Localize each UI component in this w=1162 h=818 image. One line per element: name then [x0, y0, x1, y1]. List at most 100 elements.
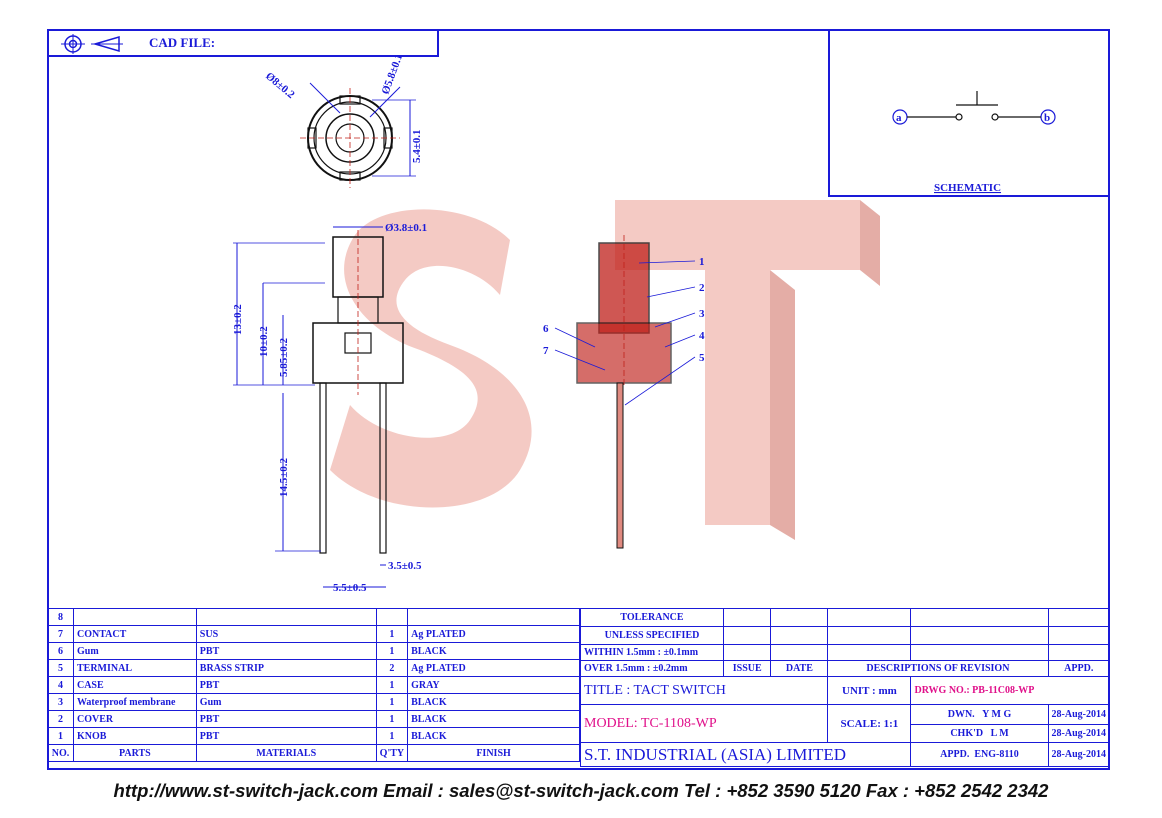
dim-h145: 14.5±0.2 [278, 457, 290, 497]
schematic-label: SCHEMATIC [934, 182, 1001, 194]
top-view-drawing: Ø8±0.2 Ø5.8±0.1 5.4±0.1 [263, 55, 423, 188]
bom-cell-part: CONTACT [72, 625, 197, 643]
tolerance-over: OVER 1.5mm : ±0.2mm [580, 660, 724, 677]
bom-cell-finish: GRAY [407, 676, 580, 694]
bom-header-finish: FINISH [407, 744, 580, 762]
tolerance-title: TOLERANCE [580, 608, 724, 627]
descriptions-header: DESCRIPTIONS OF REVISION [827, 660, 1049, 677]
bom-header-part: PARTS [72, 744, 197, 762]
callout-5: 5 [699, 352, 705, 364]
appd-row: APPD. ENG-8110 [910, 742, 1049, 767]
bom-cell-part [72, 608, 197, 626]
bom-cell-no: 7 [47, 625, 74, 643]
bom-cell-no: 8 [47, 608, 74, 626]
dwn-label: DWN. [947, 709, 975, 720]
bom-cell-material: PBT [195, 710, 377, 728]
bom-cell-no: 1 [47, 727, 74, 745]
dim-h585: 5.85±0.2 [278, 337, 290, 377]
drwg-number: DRWG NO.: PB-11C08-WP [910, 676, 1110, 705]
bom-cell-part: COVER [72, 710, 197, 728]
bom-cell-part: TERMINAL [72, 659, 197, 677]
bom-cell-material: PBT [195, 676, 377, 694]
bom-cell-part: CASE [72, 676, 197, 694]
callout-2: 2 [699, 282, 705, 294]
bom-cell-finish: BLACK [407, 642, 580, 660]
drawing-frame [47, 29, 1110, 770]
bom-cell-part: Waterproof membrane [72, 693, 197, 711]
bom-row: 8 [47, 608, 580, 626]
appd-label: APPD. [940, 749, 970, 760]
callout-4: 4 [699, 330, 705, 342]
side-view-drawing: Ø3.8±0.1 13±0.2 10±0.2 5.85±0.2 14.5±0.2… [232, 222, 427, 594]
title-text: TITLE : TACT SWITCH [579, 676, 829, 705]
bom-cell-qty: 1 [375, 625, 409, 643]
bom-cell-qty: 1 [375, 642, 409, 660]
bom-cell-qty: 1 [375, 676, 409, 694]
chkd-name: L M [990, 728, 1009, 739]
chkd-row: CHK'D L M [910, 724, 1049, 743]
bom-cell-finish: BLACK [407, 727, 580, 745]
dim-h13: 13±0.2 [232, 304, 244, 335]
projection-symbol-icon [61, 34, 123, 54]
dim-top-height: 5.4±0.1 [411, 129, 423, 163]
bom-cell-no: 3 [47, 693, 74, 711]
unit-text: UNIT : mm [827, 676, 912, 705]
dim-top-outer: Ø8±0.2 [263, 70, 297, 101]
tolerance-within: WITHIN 1.5mm : ±0.1mm [580, 644, 724, 661]
dwn-name: Y M G [982, 709, 1012, 720]
title-block-grid: TOLERANCE UNLESS SPECIFIED WITHIN 1.5mm … [579, 608, 1111, 767]
section-view-drawing: 1 2 3 4 5 6 7 [543, 235, 705, 549]
bom-cell-no: 5 [47, 659, 74, 677]
bom-cell-finish: Ag PLATED [407, 659, 580, 677]
bom-cell-qty: 2 [375, 659, 409, 677]
issue-header: ISSUE [722, 660, 772, 677]
dwn-row: DWN. Y M G [910, 704, 1049, 725]
callout-3: 3 [699, 308, 705, 320]
cad-header: CAD FILE: [47, 29, 439, 57]
bom-cell-part: KNOB [72, 727, 197, 745]
schematic-terminal-a: a [896, 112, 902, 124]
dwn-date: 28-Aug-2014 [1047, 704, 1111, 725]
dim-knob-dia: Ø3.8±0.1 [385, 222, 427, 234]
bom-cell-material: SUS [195, 625, 377, 643]
bom-cell-no: 4 [47, 676, 74, 694]
schematic-panel: a b SCHEMATIC [828, 29, 1110, 197]
dim-top-inner: Ø5.8±0.1 [380, 55, 406, 96]
callout-1: 1 [699, 256, 705, 268]
bom-cell-qty: 1 [375, 727, 409, 745]
chkd-date: 28-Aug-2014 [1047, 724, 1111, 743]
bom-cell-material: Gum [195, 693, 377, 711]
schematic-diagram: a b SCHEMATIC [892, 91, 1056, 194]
appd-date: 28-Aug-2014 [1047, 742, 1111, 767]
model-text: MODEL: TC-1108-WP [579, 704, 829, 743]
bom-cell-no: 2 [47, 710, 74, 728]
dim-w55: 5.5±0.5 [333, 582, 367, 594]
company-name: S.T. INDUSTRIAL (ASIA) LIMITED [579, 742, 912, 767]
appd-name: ENG-8110 [974, 749, 1019, 760]
bom-cell-finish: BLACK [407, 710, 580, 728]
dim-w35: 3.5±0.5 [388, 560, 422, 572]
bom-cell-finish: Ag PLATED [407, 625, 580, 643]
bom-cell-finish [407, 608, 580, 626]
bom-cell-material: PBT [195, 727, 377, 745]
contact-footer: http://www.st-switch-jack.com Email : sa… [113, 780, 1049, 801]
bom-cell-no: 6 [47, 642, 74, 660]
title-block: TOLERANCE UNLESS SPECIFIED WITHIN 1.5mm … [579, 608, 1111, 770]
callout-7: 7 [543, 345, 549, 357]
bom-header-qty: Q'TY [375, 744, 409, 762]
chkd-label: CHK'D [950, 728, 984, 739]
callout-6: 6 [543, 323, 549, 335]
bom-cell-qty [375, 608, 409, 626]
dim-h10: 10±0.2 [258, 326, 270, 357]
bom-header-no: NO. [47, 744, 74, 762]
bom-cell-finish: BLACK [407, 693, 580, 711]
